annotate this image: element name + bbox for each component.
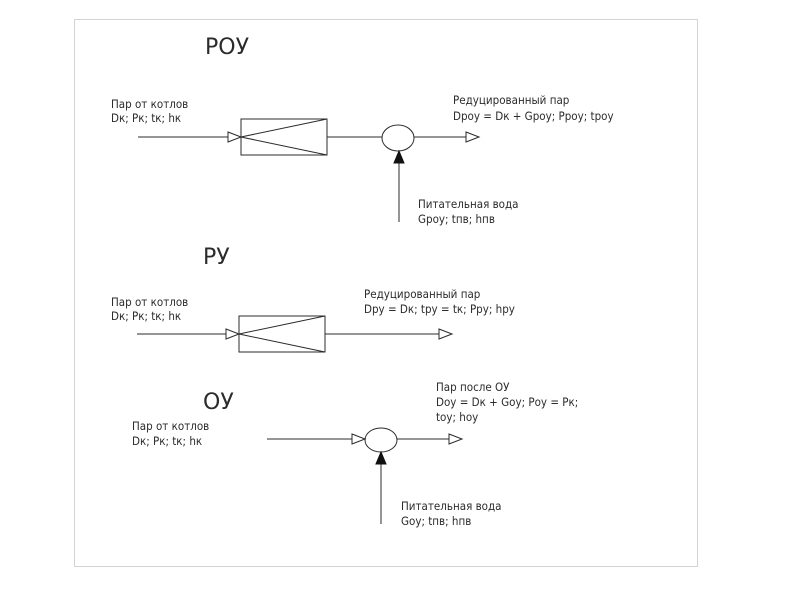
ou-feed-label-2: Gоу; tпв; hпв [401,514,471,528]
rou-reducer-diag-bottom [240,136,328,156]
rou-feed-label-2: Gроу; tпв; hпв [418,212,495,226]
rou-input-arrow-icon [227,131,243,143]
ou-feed-label-1: Питательная вода [401,499,502,513]
section-ru: РУ Пар от котлов Dк; Pк; tк; hк Редуциро… [111,245,515,353]
ru-reducer-box [238,315,326,353]
ru-output-label-1: Редуцированный пар [364,287,480,301]
rou-feed-label-1: Питательная вода [418,197,519,211]
ou-output-label-3: tоу; hоу [436,410,478,424]
rou-reducer-diag-top [240,118,328,138]
section-rou: РОУ Пар от котлов Dк; Pк; tк; hк Редуцир… [111,35,614,226]
rou-output-label-1: Редуцированный пар [453,93,569,107]
ou-output-label-1: Пар после ОУ [436,380,510,394]
ru-reducer-diag-top [238,315,326,335]
ou-output-label-2: Dоу = Dк + Gоу; Pоу = Pк; [436,395,578,409]
section-title-ru: РУ [203,245,230,270]
rou-reducer-box [240,118,328,156]
section-title-rou: РОУ [205,35,250,60]
section-ou: ОУ Пар от котлов Dк; Pк; tк; hк Пар посл… [132,380,578,528]
ou-mixer-circle [364,427,398,453]
ru-reducer-diag-bottom [238,333,326,353]
rou-output-arrow-icon [465,131,481,143]
ru-reducer-valve [238,315,326,353]
ou-feed-arrow-icon [375,450,387,465]
rou-feed-arrow-icon [393,149,405,164]
rou-reducer-valve [240,118,328,156]
rou-output-label-2: Dроу = Dк + Gроу; Pроу; tроу [453,109,614,123]
ru-input-label-1: Пар от котлов [111,295,188,309]
ou-input-arrow-icon [351,433,367,445]
ou-output-arrow-icon [448,433,464,445]
ru-input-label-2: Dк; Pк; tк; hк [111,309,181,323]
section-title-ou: ОУ [203,390,234,415]
ou-input-label-2: Dк; Pк; tк; hк [132,434,202,448]
ru-output-label-2: Dру = Dк; tру = tк; Pру; hру [364,302,515,316]
diagram-frame [74,19,698,567]
rou-input-label-2: Dк; Pк; tк; hк [111,111,181,125]
ru-input-arrow-icon [225,328,241,340]
ru-output-arrow-icon [438,328,454,340]
rou-mixer-circle [381,124,415,152]
rou-input-label-1: Пар от котлов [111,97,188,111]
ou-input-label-1: Пар от котлов [132,419,209,433]
